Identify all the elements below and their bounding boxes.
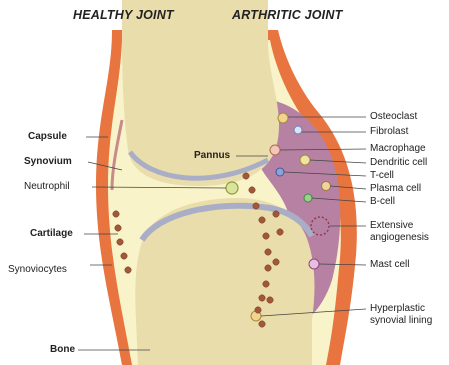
red-blood-cell: [255, 307, 261, 313]
red-blood-cell: [253, 203, 259, 209]
osteoclast-cell: [278, 113, 288, 123]
label-dendritic-cell: Dendritic cell: [370, 157, 427, 169]
red-blood-cell: [267, 297, 273, 303]
neutrophil-cell: [226, 182, 238, 194]
red-blood-cell: [277, 229, 283, 235]
red-blood-cell: [273, 211, 279, 217]
header-arthritic-joint: ARTHRITIC JOINT: [232, 8, 342, 22]
red-blood-cell: [263, 233, 269, 239]
label-mast-cell: Mast cell: [370, 259, 409, 271]
label-b-cell: B-cell: [370, 196, 395, 208]
red-blood-cell: [265, 265, 271, 271]
red-blood-cell: [259, 217, 265, 223]
red-blood-cell: [243, 173, 249, 179]
red-blood-cell: [125, 267, 131, 273]
b-cell: [304, 194, 312, 202]
header-healthy-joint: HEALTHY JOINT: [73, 8, 174, 22]
plasma-cell: [322, 182, 331, 191]
label-cartilage: Cartilage: [30, 228, 73, 240]
label-plasma-cell: Plasma cell: [370, 183, 421, 195]
red-blood-cell: [115, 225, 121, 231]
mast-cell: [309, 259, 319, 269]
red-blood-cell: [249, 187, 255, 193]
red-blood-cell: [273, 259, 279, 265]
label-neutrophil: Neutrophil: [24, 181, 70, 193]
label-angiogenesis: Extensive angiogenesis: [370, 220, 446, 244]
label-synovium: Synovium: [24, 156, 72, 168]
label-synoviocytes: Synoviocytes: [8, 264, 67, 276]
red-blood-cell: [265, 249, 271, 255]
label-macrophage: Macrophage: [370, 143, 426, 155]
red-blood-cell: [117, 239, 123, 245]
t-cell: [276, 168, 284, 176]
label-t-cell: T-cell: [370, 170, 394, 182]
label-hyperplastic: Hyperplastic synovial lining: [370, 303, 448, 327]
red-blood-cell: [121, 253, 127, 259]
red-blood-cell: [259, 295, 265, 301]
label-capsule: Capsule: [28, 131, 67, 143]
fibroblast-cell: [294, 126, 302, 134]
label-pannus: Pannus: [194, 150, 230, 162]
label-fibroblast: Fibrolast: [370, 126, 408, 138]
red-blood-cell: [113, 211, 119, 217]
red-blood-cell: [259, 321, 265, 327]
label-bone: Bone: [50, 344, 75, 356]
label-osteoclast: Osteoclast: [370, 111, 417, 123]
macrophage-cell: [270, 145, 280, 155]
red-blood-cell: [263, 281, 269, 287]
dendritic-cell: [300, 155, 310, 165]
